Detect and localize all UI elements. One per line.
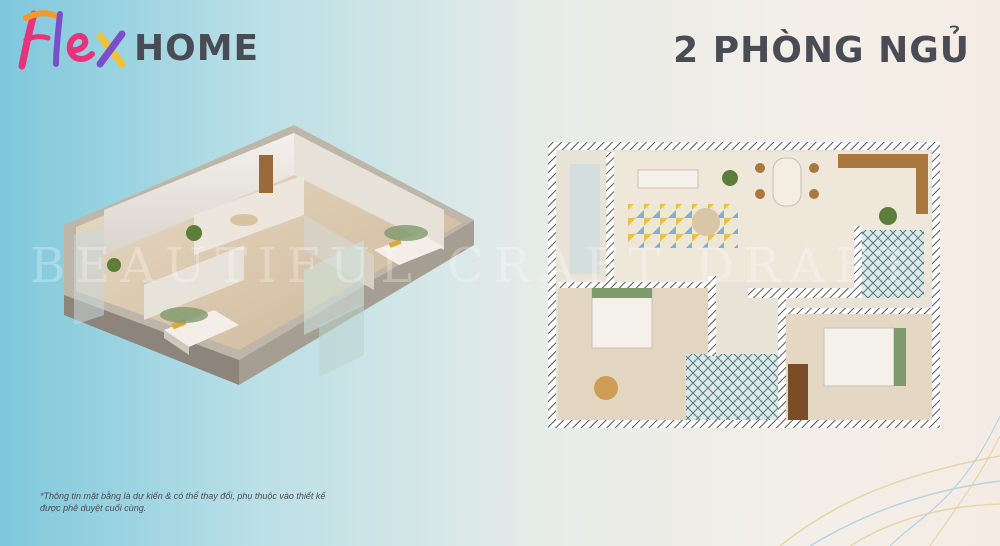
plan-disclaimer: *Thông tin mặt bằng là dự kiến & có thể … — [40, 490, 460, 514]
page-title: 2 PHÒNG NGỦ — [673, 30, 970, 71]
disclaimer-line-2: được phê duyệt cuối cùng. — [40, 503, 147, 513]
flex-logo-mark — [18, 10, 126, 70]
decorative-swoosh — [779, 415, 1000, 546]
disclaimer-line-1: *Thông tin mặt bằng là dự kiến & có thể … — [40, 491, 326, 501]
home-wordmark: HOME — [134, 28, 260, 69]
brand-logo: HOME — [12, 6, 262, 78]
top-down-floor-plan-image — [548, 142, 940, 428]
isometric-floor-plan-image — [64, 125, 474, 385]
